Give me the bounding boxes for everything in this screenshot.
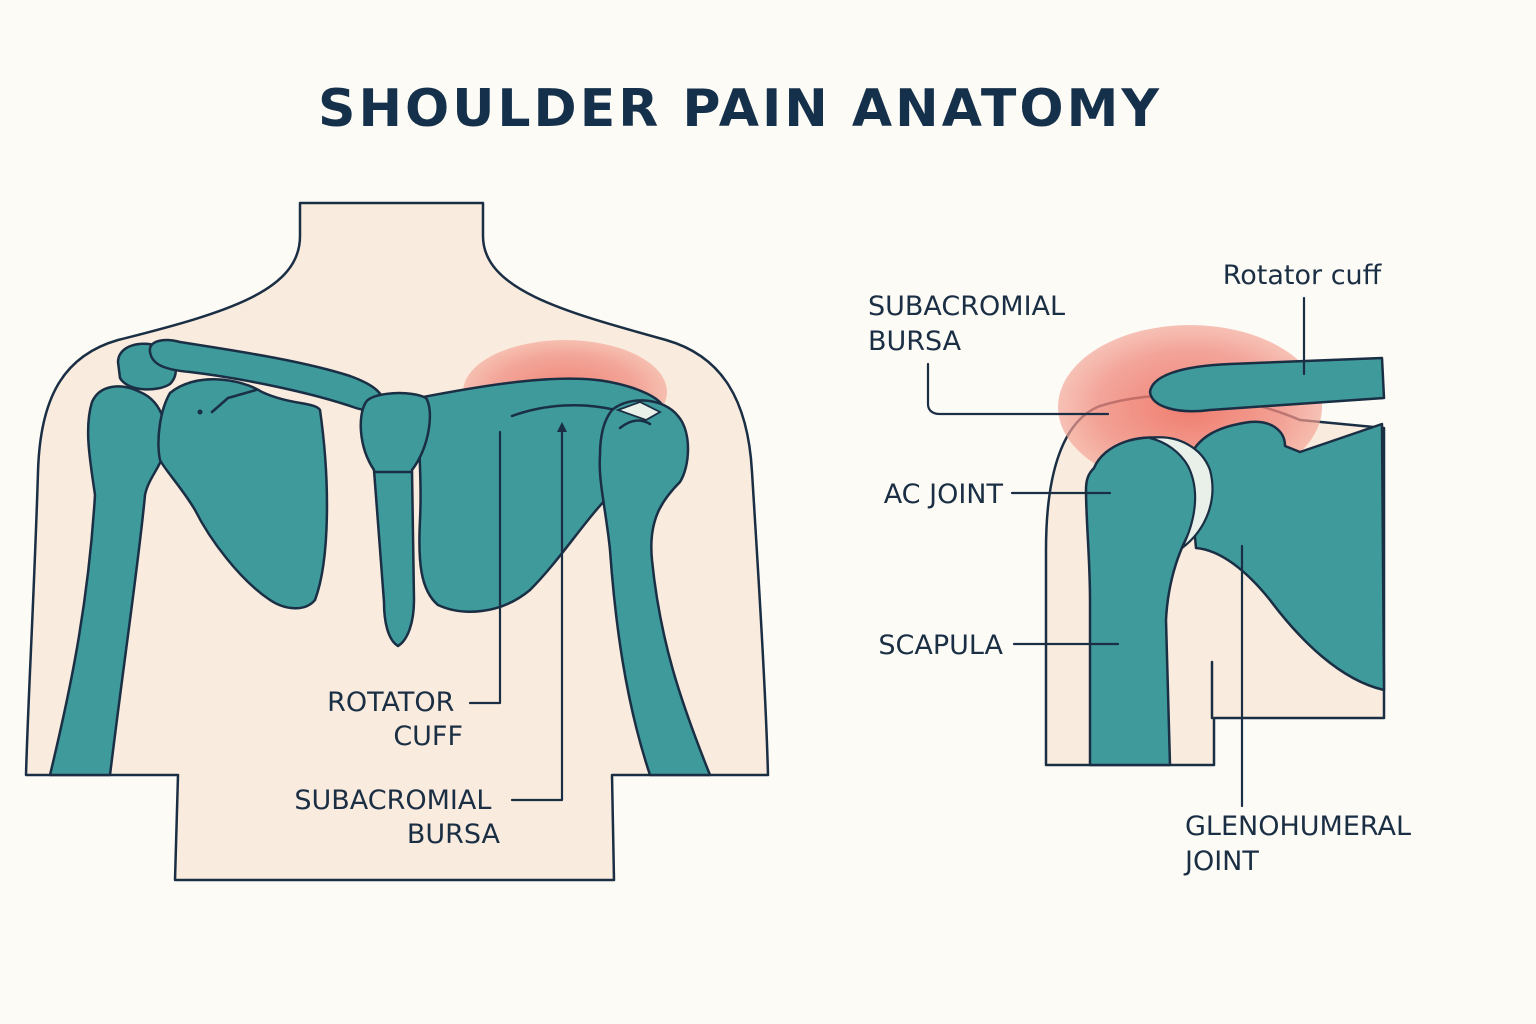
front-bursa-line-2: BURSA — [407, 819, 501, 850]
front-bursa-label: SUBACROMIAL BURSA — [294, 785, 500, 850]
central-scapula-spine — [510, 403, 618, 418]
side-glenohumeral-line-2: JOINT — [1183, 846, 1259, 877]
glenohumeral-cartilage — [1149, 436, 1214, 549]
right-humerus — [598, 399, 712, 777]
front-rotator-cuff-label: ROTATOR CUFF — [327, 687, 463, 752]
right-humerus-detail — [618, 419, 652, 430]
front-rotator-cuff-line-1: ROTATOR — [327, 687, 454, 718]
side-bursa-label: SUBACROMIAL BURSA — [868, 291, 1074, 357]
right-humerus-cartilage — [615, 401, 662, 421]
side-bursa-line-1: SUBACROMIAL — [868, 291, 1065, 322]
side-acromion — [1148, 356, 1386, 413]
front-rotator-cuff-leader — [468, 430, 502, 705]
side-ac-joint-label: AC JOINT — [884, 479, 1004, 510]
left-scapula-dot — [197, 409, 203, 415]
left-scapula-notch — [210, 388, 258, 414]
page-title: SHOULDER PAIN ANATOMY — [318, 79, 1162, 139]
front-view: ROTATOR CUFF SUBACROMIAL BURSA — [24, 201, 770, 882]
side-bursa-line-2: BURSA — [868, 326, 962, 357]
front-bursa-arrow-icon — [557, 422, 567, 432]
sternum — [359, 391, 432, 648]
left-scapula — [157, 378, 329, 610]
side-view: Rotator cuff SUBACROMIAL BURSA AC JOINT … — [868, 260, 1420, 877]
front-bursa-line-1: SUBACROMIAL — [294, 785, 491, 816]
front-bursa-leader — [510, 426, 564, 802]
side-scapula — [1186, 420, 1386, 692]
side-bursa-leader — [926, 362, 1110, 416]
side-scapula-label: SCAPULA — [878, 630, 1003, 661]
side-rotator-cuff-label: Rotator cuff — [1223, 260, 1383, 291]
front-rotator-cuff-line-2: CUFF — [393, 721, 463, 752]
side-glenohumeral-label: GLENOHUMERAL JOINT — [1183, 811, 1420, 877]
left-humerus — [48, 385, 168, 777]
side-glenohumeral-line-1: GLENOHUMERAL — [1185, 811, 1411, 842]
